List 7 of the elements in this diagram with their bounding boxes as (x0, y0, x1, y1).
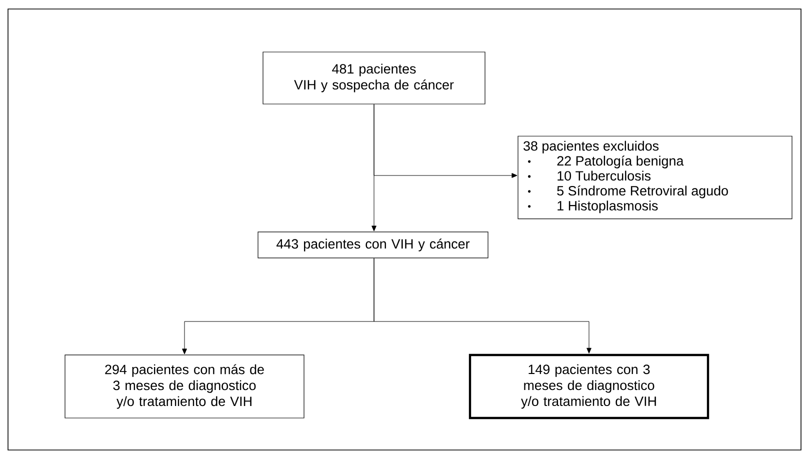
process-box: 443 pacientes con VIH y cáncer (258, 232, 488, 258)
process-box: 481 pacientes VIH y sospecha de cáncer (262, 52, 486, 104)
arrow (374, 258, 592, 354)
process-box: 294 pacientes con más de 3 meses de diagnostico y/o tratamiento de VIH (64, 354, 304, 418)
process-box: 149 pacientes con 3 meses de diagnostico y/o tratamiento de VIH (468, 354, 710, 420)
exclusion-box: 38 pacientes excluidos 22 Patología benigna 10 Tuberculosis 5 Síndrome Retroviral agudo 1 Histoplasmosis (518, 136, 792, 220)
arrow (374, 104, 518, 178)
